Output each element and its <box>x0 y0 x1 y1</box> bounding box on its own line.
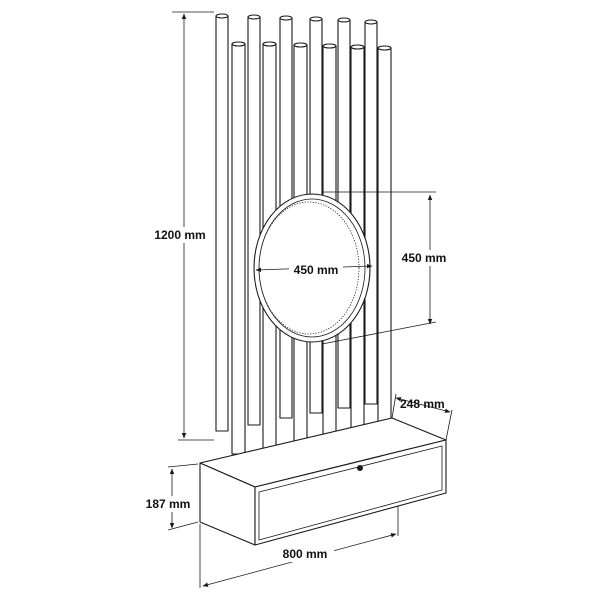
dimension-mirror-width: 450 mm <box>255 262 373 277</box>
slat <box>231 41 246 455</box>
width-label: 800 mm <box>283 547 328 561</box>
slat <box>247 14 261 426</box>
dimension-depth: 248 mm <box>391 393 453 441</box>
wall-cabinet <box>199 417 447 546</box>
depth-label: 248 mm <box>400 397 445 411</box>
slat <box>364 19 378 405</box>
mirror-height-label: 450 mm <box>402 251 447 265</box>
drawer-knob <box>357 465 363 471</box>
slat <box>215 13 229 432</box>
slat <box>377 45 392 429</box>
height-label: 1200 mm <box>154 228 205 242</box>
cabinet-height-label: 187 mm <box>146 497 191 511</box>
dimension-mirror-height: 450 mm <box>321 191 452 345</box>
dimension-cabinet-height: 187 mm <box>140 463 199 531</box>
mirror-width-label: 450 mm <box>294 263 339 277</box>
dimension-width: 800 mm <box>199 506 399 588</box>
dimension-height: 1200 mm <box>148 11 214 441</box>
